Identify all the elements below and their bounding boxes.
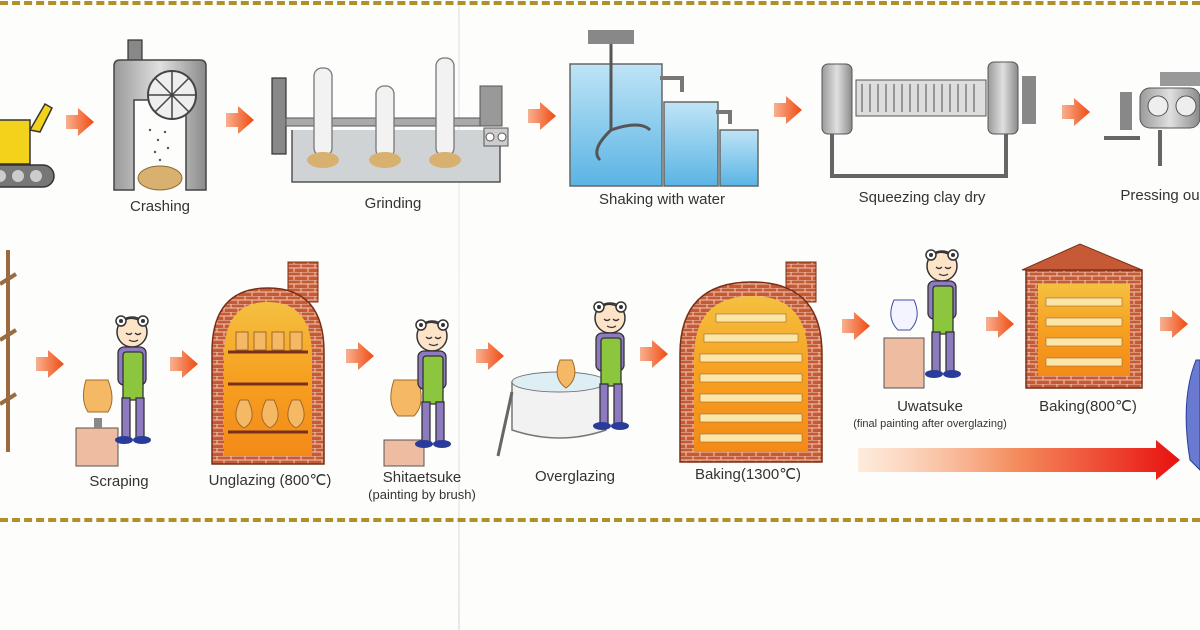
step-sublabel-shitaetsuke: (painting by brush) (368, 487, 476, 502)
arrow-icon (640, 340, 668, 368)
step-label-scraping: Scraping (89, 473, 149, 490)
worker-icon (883, 249, 962, 389)
worker-icon (496, 301, 630, 457)
arrow-icon (476, 342, 504, 370)
bottom-dashed-border (0, 518, 1200, 522)
arrow-icon (36, 350, 64, 378)
step-label-uwatsuke: Uwatsuke (897, 398, 963, 415)
step-label-pressing: Pressing ou (1120, 187, 1200, 204)
progress-arrow-icon (858, 440, 1180, 480)
pug-mill-icon (1104, 72, 1200, 166)
arrow-icon (226, 106, 254, 134)
crusher-icon (113, 39, 207, 191)
arrow-icon (170, 350, 198, 378)
filter-press-icon (821, 61, 1036, 178)
arrow-icon (1062, 98, 1090, 126)
worker-icon (383, 319, 452, 467)
step-label-grinding: Grinding (364, 195, 422, 212)
step-label-crashing: Crashing (129, 198, 191, 215)
arrow-icon (66, 108, 94, 136)
vase-icon (1185, 359, 1200, 471)
step-label-shitaetsuke: Shitaetsuke (382, 469, 462, 486)
arrow-icon (528, 102, 556, 130)
excavator-icon (0, 102, 55, 188)
arrow-icon (1160, 310, 1188, 338)
top-dashed-border (0, 1, 1200, 5)
step-label-shaking: Shaking with water (599, 191, 725, 208)
worker-icon (75, 315, 152, 467)
paper-fold (458, 0, 460, 630)
arrow-icon (986, 310, 1014, 338)
step-sublabel-uwatsuke: (final painting after overglazing) (853, 418, 1007, 430)
arrow-icon (346, 342, 374, 370)
kiln-icon (211, 261, 325, 465)
step-label-unglazing: Unglazing (800℃) (208, 472, 332, 489)
arrow-icon (774, 96, 802, 124)
step-label-baking-1300: Baking(1300℃) (694, 466, 802, 483)
kiln-icon (679, 261, 823, 463)
kiln-icon (1021, 243, 1143, 389)
step-label-overglazing: Overglazing (534, 468, 616, 485)
shelf-icon (0, 250, 18, 452)
step-label-baking-800: Baking(800℃) (1039, 398, 1137, 415)
water-tank-icon (569, 30, 759, 187)
step-label-squeezing: Squeezing clay dry (858, 189, 986, 206)
grinder-icon (271, 57, 509, 183)
arrow-icon (842, 312, 870, 340)
